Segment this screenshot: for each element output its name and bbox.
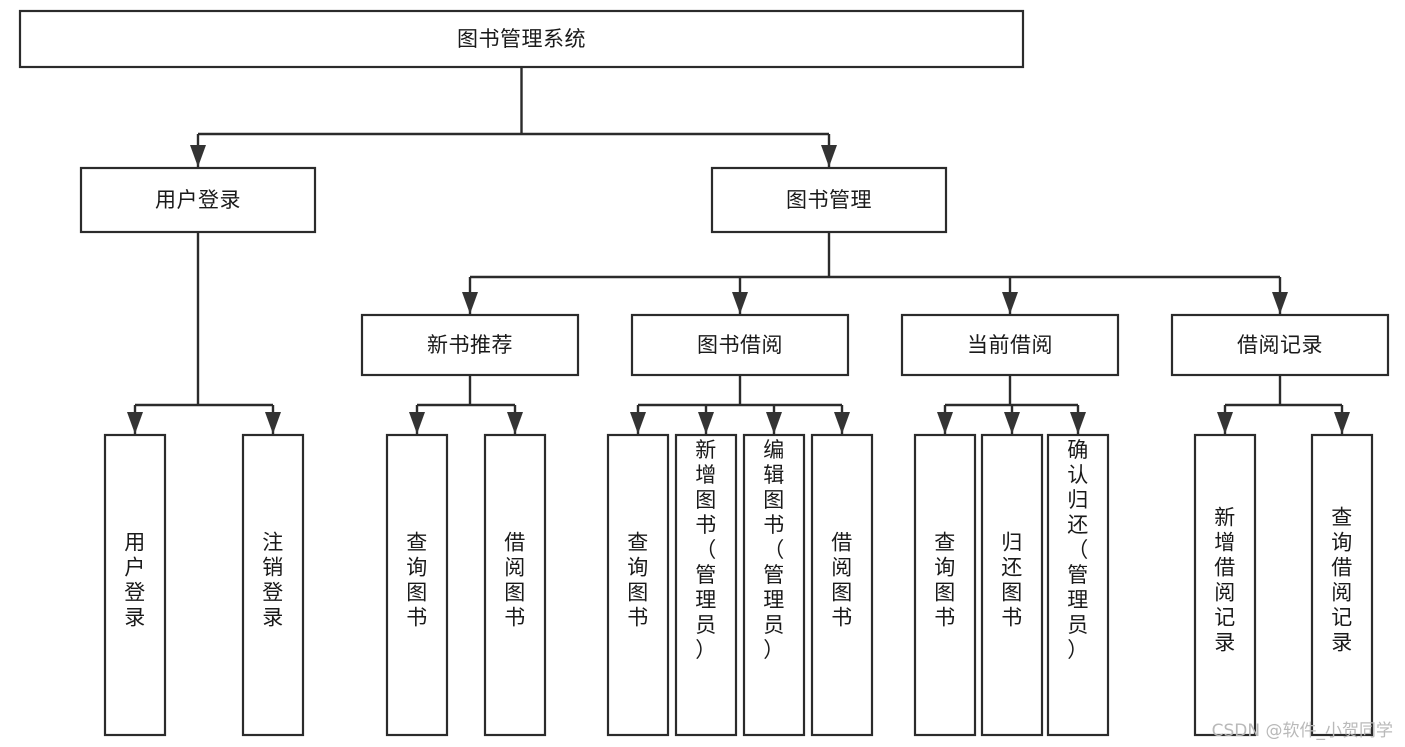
- node-label: 注销登录: [262, 531, 284, 630]
- node-user-login[interactable]: 用户登录: [79, 166, 317, 234]
- node-root[interactable]: 图书管理系统: [18, 9, 1025, 69]
- node-box: [1170, 313, 1390, 377]
- node-leaf-borrow-book-2[interactable]: 借阅图书: [810, 433, 874, 737]
- arrow-head-icon: [937, 412, 953, 434]
- arrow-head-icon: [127, 412, 143, 434]
- arrow-head-icon: [1217, 412, 1233, 434]
- node-box: [241, 433, 305, 737]
- node-leaf-borrow-book-1[interactable]: 借阅图书: [483, 433, 547, 737]
- node-leaf-edit-book[interactable]: 编辑图书（管理员）: [742, 433, 806, 737]
- node-leaf-query-book-3[interactable]: 查询图书: [913, 433, 977, 737]
- node-leaf-query-record[interactable]: 查询借阅记录: [1310, 433, 1374, 737]
- node-current-borrow[interactable]: 当前借阅: [900, 313, 1120, 377]
- arrow-head-icon: [190, 145, 206, 167]
- arrow-head-icon: [1272, 292, 1288, 314]
- node-label: 编辑图书（管理员）: [763, 438, 785, 662]
- arrow-head-icon: [1070, 412, 1086, 434]
- node-leaf-query-book-2[interactable]: 查询图书: [606, 433, 670, 737]
- node-label: 查询图书: [627, 531, 649, 630]
- arrow-head-icon: [698, 412, 714, 434]
- node-leaf-confirm-return[interactable]: 确认归还（管理员）: [1046, 433, 1110, 737]
- arrow-head-icon: [821, 145, 837, 167]
- node-label: 图书管理系统: [457, 27, 586, 51]
- node-box: [483, 433, 547, 737]
- edges-layer: [127, 67, 1350, 434]
- node-book-manage[interactable]: 图书管理: [710, 166, 948, 234]
- node-borrow-record[interactable]: 借阅记录: [1170, 313, 1390, 377]
- node-box: [674, 433, 738, 737]
- node-box: [980, 433, 1044, 737]
- arrow-head-icon: [1334, 412, 1350, 434]
- node-leaf-user-login[interactable]: 用户登录: [103, 433, 167, 737]
- node-label: 当前借阅: [967, 333, 1053, 357]
- arrow-head-icon: [1004, 412, 1020, 434]
- node-box: [900, 313, 1120, 377]
- node-label: 查询图书: [934, 531, 956, 630]
- node-box: [79, 166, 317, 234]
- arrow-head-icon: [766, 412, 782, 434]
- arrow-head-icon: [1002, 292, 1018, 314]
- arrow-head-icon: [409, 412, 425, 434]
- node-label: 新增图书（管理员）: [695, 438, 717, 662]
- arrow-head-icon: [507, 412, 523, 434]
- node-leaf-add-record[interactable]: 新增借阅记录: [1193, 433, 1257, 737]
- node-leaf-return-book[interactable]: 归还图书: [980, 433, 1044, 737]
- node-book-borrow[interactable]: 图书借阅: [630, 313, 850, 377]
- node-new-book-recommend[interactable]: 新书推荐: [360, 313, 580, 377]
- node-label: 图书管理: [786, 188, 872, 212]
- node-label: 新书推荐: [427, 333, 513, 357]
- node-label: 归还图书: [1001, 531, 1023, 630]
- node-box: [1310, 433, 1374, 737]
- node-box: [1046, 433, 1110, 737]
- node-label: 用户登录: [124, 531, 146, 630]
- node-box: [18, 9, 1025, 69]
- node-label: 借阅图书: [504, 531, 526, 630]
- node-label: 借阅图书: [831, 531, 853, 630]
- node-label: 用户登录: [155, 188, 241, 212]
- node-box: [385, 433, 449, 737]
- node-box: [103, 433, 167, 737]
- node-label: 图书借阅: [697, 333, 783, 357]
- node-box: [710, 166, 948, 234]
- node-leaf-query-book-1[interactable]: 查询图书: [385, 433, 449, 737]
- node-label: 确认归还（管理员）: [1067, 438, 1089, 662]
- node-label: 借阅记录: [1237, 333, 1323, 357]
- nodes-layer: 图书管理系统用户登录图书管理新书推荐图书借阅当前借阅借阅记录用户登录注销登录查询…: [18, 9, 1390, 737]
- node-box: [630, 313, 850, 377]
- node-label: 查询图书: [406, 531, 428, 630]
- arrow-head-icon: [265, 412, 281, 434]
- node-box: [810, 433, 874, 737]
- node-box: [913, 433, 977, 737]
- arrow-head-icon: [834, 412, 850, 434]
- arrow-head-icon: [732, 292, 748, 314]
- arrow-head-icon: [462, 292, 478, 314]
- node-box: [606, 433, 670, 737]
- node-box: [742, 433, 806, 737]
- node-leaf-add-book[interactable]: 新增图书（管理员）: [674, 433, 738, 737]
- node-box: [360, 313, 580, 377]
- node-box: [1193, 433, 1257, 737]
- arrow-head-icon: [630, 412, 646, 434]
- csdn-watermark: CSDN @软件_小贺同学: [1211, 721, 1393, 741]
- node-label: 查询借阅记录: [1331, 506, 1353, 655]
- node-leaf-user-logout[interactable]: 注销登录: [241, 433, 305, 737]
- node-label: 新增借阅记录: [1214, 506, 1236, 655]
